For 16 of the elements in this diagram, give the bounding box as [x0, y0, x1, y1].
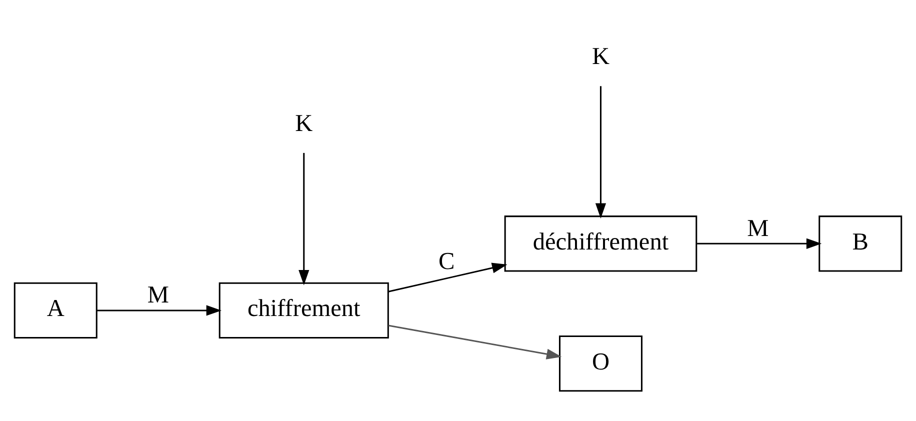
node-text: K	[592, 42, 610, 70]
arrow	[298, 152, 310, 285]
arrow	[388, 262, 508, 292]
node-box: chiffrement	[218, 282, 389, 338]
edge-label: C	[438, 248, 455, 275]
node-box: B	[818, 215, 902, 272]
arrow	[388, 324, 562, 359]
node-box: A	[14, 282, 98, 338]
node-box: O	[558, 335, 642, 392]
arrow	[595, 86, 606, 218]
arrow	[697, 238, 822, 248]
edge-label: M	[747, 214, 769, 242]
edge-label: M	[147, 281, 169, 308]
node-box: déchiffrement	[504, 215, 698, 272]
node-text: K	[295, 109, 313, 136]
arrow	[97, 304, 222, 316]
